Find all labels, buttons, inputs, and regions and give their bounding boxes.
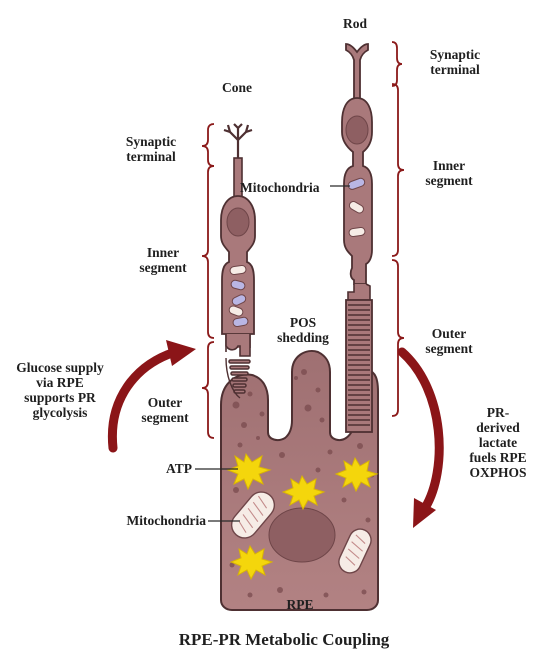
- rpe-nucleus: [269, 508, 335, 562]
- bracket-cone-outer: [202, 342, 214, 438]
- rod-outer-line-1: Outer: [410, 326, 488, 341]
- cone-cell: [221, 124, 255, 398]
- cone-synaptic-line-2: terminal: [108, 149, 194, 164]
- rod-outer-segment-label: Outer segment: [410, 326, 488, 356]
- rod-synaptic-line-1: Synaptic: [410, 47, 500, 62]
- pos-shedding-line-2: shedding: [268, 330, 338, 345]
- lactate-line-1: PR-: [461, 405, 535, 420]
- bracket-rod-outer: [392, 260, 404, 416]
- atp-label: ATP: [140, 461, 192, 476]
- cone-synaptic-terminal-shape: [224, 124, 252, 160]
- pr-mitochondria-label: Mitochondria: [240, 180, 320, 195]
- rod-outer-line-2: segment: [410, 341, 488, 356]
- glucose-line-2: via RPE: [4, 375, 116, 390]
- rod-synaptic-line-2: terminal: [410, 62, 500, 77]
- cone-outer-line-1: Outer: [130, 395, 200, 410]
- rod-inner-line-1: Inner: [410, 158, 488, 173]
- cone-outer-segment-label: Outer segment: [130, 395, 200, 425]
- cone-inner-line-1: Inner: [128, 245, 198, 260]
- lactate-line-2: derived: [461, 420, 535, 435]
- lactate-line-4: fuels RPE: [461, 450, 535, 465]
- rod-label: Rod: [335, 16, 375, 31]
- rod-synaptic-terminal-label: Synaptic terminal: [410, 47, 500, 77]
- rpe-label: RPE: [275, 597, 325, 612]
- bracket-cone-inner: [202, 166, 214, 338]
- cone-inner-segment-label: Inner segment: [128, 245, 198, 275]
- glucose-line-4: glycolysis: [4, 405, 116, 420]
- lactate-line-3: lactate: [461, 435, 535, 450]
- lactate-label: PR- derived lactate fuels RPE OXPHOS: [461, 405, 535, 480]
- rod-inner-line-2: segment: [410, 173, 488, 188]
- pos-shedding-line-1: POS: [268, 315, 338, 330]
- rod-inner-segment-label: Inner segment: [410, 158, 488, 188]
- pos-shedding-label: POS shedding: [268, 315, 338, 345]
- cone-inner-line-2: segment: [128, 260, 198, 275]
- diagram-title: RPE-PR Metabolic Coupling: [169, 630, 399, 650]
- glucose-supply-label: Glucose supply via RPE supports PR glyco…: [4, 360, 116, 420]
- bracket-rod-synaptic: [392, 42, 402, 86]
- glucose-line-3: supports PR: [4, 390, 116, 405]
- bracket-rod-inner: [392, 84, 404, 256]
- cone-synaptic-terminal-label: Synaptic terminal: [108, 134, 194, 164]
- cone-outer-line-2: segment: [130, 410, 200, 425]
- rpe-mitochondria-label: Mitochondria: [96, 513, 206, 528]
- lactate-line-5: OXPHOS: [461, 465, 535, 480]
- rod-cell: [342, 44, 372, 432]
- glucose-line-1: Glucose supply: [4, 360, 116, 375]
- lactate-arrow: [402, 352, 439, 508]
- rod-nucleus: [346, 116, 368, 144]
- cone-label: Cone: [212, 80, 262, 95]
- cone-nucleus: [227, 208, 249, 236]
- bracket-cone-synaptic: [202, 124, 214, 166]
- cone-synaptic-line-1: Synaptic: [108, 134, 194, 149]
